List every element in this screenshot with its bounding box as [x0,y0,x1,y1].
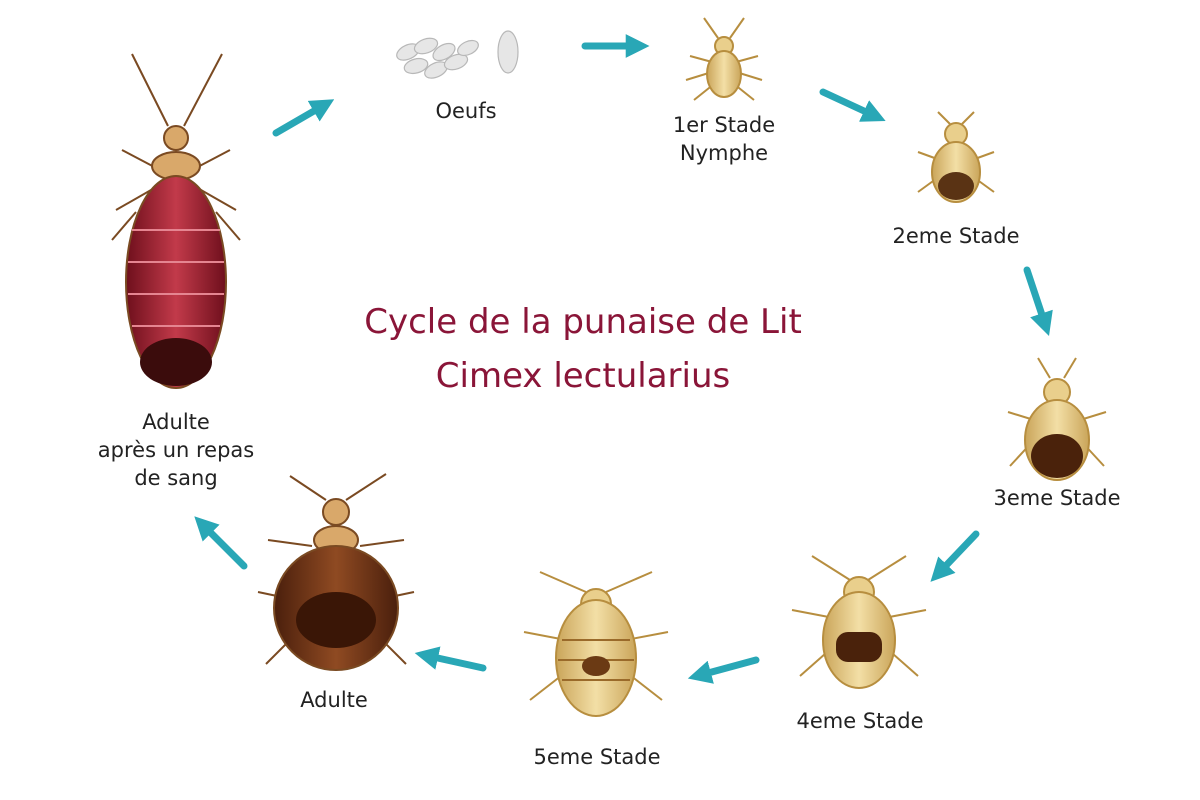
arrow-stage5-to-adult [414,646,487,672]
label-stage5: 5eme Stade [533,745,661,769]
label-fed-adult-line1: Adulte [142,410,210,434]
arrow-stage4-to-stage5 [687,656,760,684]
arrow-stage1-to-stage2 [819,88,886,122]
label-adult: Adulte [300,688,368,712]
arrow-adult-to-fed-adult [194,516,248,570]
label-stage2: 2eme Stade [892,224,1020,248]
label-stage3: 3eme Stade [993,486,1121,510]
label-stage1-line2: Nymphe [679,141,769,165]
stage2-nymph-illustration [917,111,995,203]
label-fed-adult: Adulte après un repas de sang [98,408,254,492]
label-stage1: 1er Stade Nymphe [673,111,775,167]
fed-adult-illustration [111,53,241,389]
stage1-nymph-illustration [685,17,763,101]
arrow-stage2-to-stage3 [1023,266,1053,337]
arrow-fed-adult-to-eggs [272,99,335,137]
adult-illustration [257,473,415,671]
label-fed-adult-line3: de sang [134,466,218,490]
arrow-stage3-to-stage4 [930,530,980,582]
label-fed-adult-line2: après un repas [97,438,255,462]
cycle-arrows [194,34,1053,684]
stage4-nymph-illustration [791,555,927,689]
diagram-title-line2: Cimex lectularius [435,356,731,396]
stage3-nymph-illustration [1007,357,1107,481]
label-stage1-line1: 1er Stade [672,113,776,137]
diagram-title-line1: Cycle de la punaise de Lit [364,302,802,342]
label-stage4: 4eme Stade [796,709,924,733]
label-eggs: Oeufs [435,99,497,123]
stage5-nymph-illustration [523,571,669,717]
eggs-illustration [396,30,519,79]
